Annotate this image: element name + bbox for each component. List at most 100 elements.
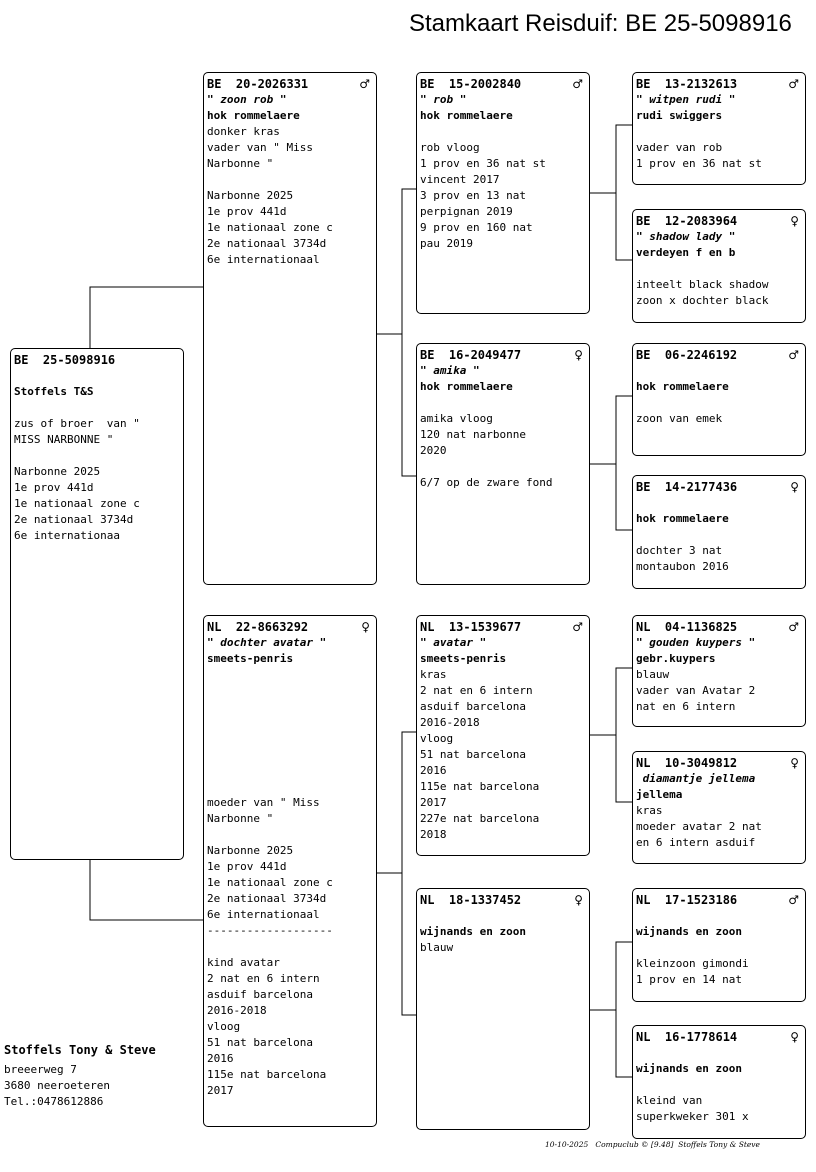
ring-number: BE 06-2246192 [636,348,738,362]
pigeon-note-line [420,459,585,475]
card-header: NL 13-1539677♂ [420,619,585,635]
pigeon-note-line: rob vloog [420,141,480,154]
pigeon-note-line: 2017 [207,1084,234,1097]
ring-number: NL 04-1136825 [636,620,738,634]
pigeon-note-line: amika vloog [420,412,493,425]
ring-number: BE 16-2049477 [420,348,522,362]
pigeon-breeder: hok rommelaere [636,512,729,525]
card-header: NL 18-1337452♀ [420,892,585,908]
pigeon-note-line: inteelt black shadow [636,278,769,291]
pigeon-note-line [636,1077,801,1093]
pigeon-note-line: kras [636,804,663,817]
pigeon-note-line: 1e prov 441d [207,205,287,218]
pigeon-note-line: Narbonne 2025 [207,189,294,202]
breeder-phone: Tel.:0478612886 [4,1095,104,1108]
ring-number: BE 12-2083964 [636,214,738,228]
pigeon-note-line: 2018 [420,828,447,841]
female-icon: ♀ [574,893,583,907]
card-header: BE 25-5098916 [14,352,179,368]
pigeon-note-line: blauw [420,941,454,954]
pigeon-note-line [420,395,585,411]
pigeon-note-line: 3 prov en 13 nat [420,189,526,202]
pigeon-nickname: " rob " [420,93,467,106]
pigeon-breeder: verdeyen f en b [636,246,736,259]
pigeon-note-line [207,699,372,715]
pigeon-note-line: Narbonne " [207,157,274,170]
ring-number: BE 20-2026331 [207,77,309,91]
footer-credit: 10-10-2025 Compuclub © [9.48] Stoffels T… [545,1140,760,1149]
pigeon-note-line [207,779,372,795]
breeder-info: Stoffels Tony & Steve breeerweg 7 3680 n… [4,1042,156,1110]
pigeon-breeder: jellema [636,788,683,801]
ring-number: NL 13-1539677 [420,620,522,634]
pigeon-note-line: 9 prov en 160 nat [420,221,533,234]
card-header: NL 17-1523186♂ [636,892,801,908]
pigeon-note-line: zoon x dochter black [636,294,769,307]
card-header: NL 16-1778614♀ [636,1029,801,1045]
female-icon: ♀ [790,756,799,770]
pigeon-note-line: 2e nationaal 3734d [207,237,327,250]
pigeon-note-line: kleind van [636,1094,703,1107]
pigeon-note-line: pau 2019 [420,237,473,250]
pigeon-note-line [636,363,801,379]
pigeon-note-line: Narbonne " [207,812,274,825]
breeder-city: 3680 neeroeteren [4,1079,110,1092]
pigeon-note-line: 1e nationaal zone c [207,876,333,889]
card-header: BE 14-2177436♀ [636,479,801,495]
pigeon-note-line [207,715,372,731]
pigeon-note-line: Narbonne 2025 [207,844,294,857]
pigeon-note-line: vloog [207,1020,241,1033]
pigeon-note-line [207,827,372,843]
pigeon-breeder: wijnands en zoon [636,1062,742,1075]
pigeon-note-line [14,368,179,384]
pigeon-note-line: 1e prov 441d [14,481,94,494]
pigeon-note-line: 6e internationaal [207,908,320,921]
pigeon-note-line: moeder van " Miss [207,796,320,809]
pigeon-note-line: 51 nat barcelona [207,1036,313,1049]
male-icon: ♂ [788,620,799,634]
pigeon-breeder: wijnands en zoon [636,925,742,938]
ring-number: BE 13-2132613 [636,77,738,91]
pigeon-note-line: nat en 6 intern [636,700,736,713]
pigeon-note-line: 120 nat narbonne [420,428,526,441]
card-header: BE 12-2083964♀ [636,213,801,229]
pigeon-note-line: perpignan 2019 [420,205,513,218]
card-header: BE 16-2049477♀ [420,347,585,363]
pigeon-note-line: kind avatar [207,956,280,969]
pigeon-nickname: " gouden kuypers " [636,636,756,649]
pigeon-card-ffm: BE 12-2083964♀" shadow lady "verdeyen f … [632,209,806,323]
pigeon-note-line: 1 prov en 36 nat st [636,157,762,170]
pigeon-breeder: smeets-penris [420,652,507,665]
pigeon-note-line: blauw [636,668,670,681]
card-header: NL 22-8663292♀ [207,619,372,635]
pigeon-note-line: 6e internationaal [207,253,320,266]
pigeon-note-line: en 6 intern asduif [636,836,756,849]
pigeon-card-mmm: NL 16-1778614♀ wijnands en zoon kleind van… [632,1025,806,1139]
card-header: NL 04-1136825 ♂ [636,619,801,635]
pigeon-note-line: 2016-2018 [207,1004,267,1017]
pigeon-nickname: " zoon rob " [207,93,287,106]
pigeon-card-father: BE 20-2026331♂" zoon rob "hok rommelaere… [203,72,377,585]
pigeon-note-line [207,667,372,683]
pigeon-note-line: ------------------- [207,924,333,937]
pigeon-note-line [636,261,801,277]
card-header: BE 15-2002840♂ [420,76,585,92]
pigeon-note-line [420,124,585,140]
male-icon: ♂ [788,77,799,91]
female-icon: ♀ [790,1030,799,1044]
ring-number: NL 22-8663292 [207,620,309,634]
pigeon-note-line [207,172,372,188]
pigeon-note-line: vincent 2017 [420,173,500,186]
pigeon-note-line: zoon van emek [636,412,723,425]
pigeon-note-line: 2016-2018 [420,716,480,729]
male-icon: ♂ [572,77,583,91]
pigeon-nickname: " dochter avatar " [207,636,327,649]
pigeon-card-fff: BE 13-2132613♂" witpen rudi "rudi swigge… [632,72,806,185]
pigeon-note-line: 1 prov en 36 nat st [420,157,546,170]
ring-number: BE 14-2177436 [636,480,738,494]
